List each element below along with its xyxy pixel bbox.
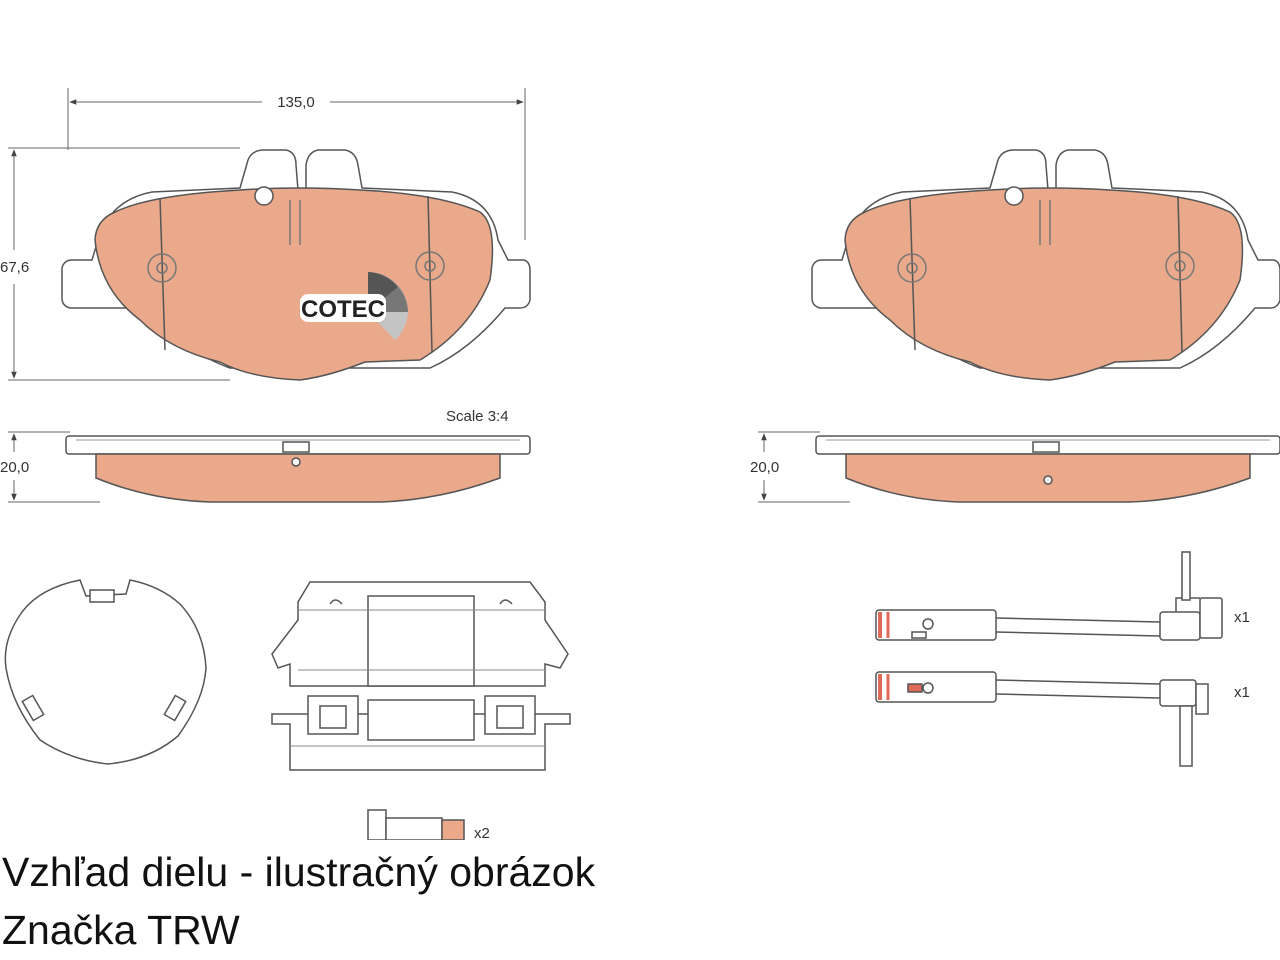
- abutment-clip-lower: [271, 695, 571, 771]
- dimension-height-label: 67,6: [0, 259, 29, 276]
- scale-label: Scale 3:4: [446, 408, 509, 425]
- left-pad-side-view: [65, 435, 531, 503]
- bolt-quantity-label: x2: [474, 825, 490, 840]
- wear-sensor-lower: [875, 671, 1209, 767]
- caption-illustrative-notice: Vzhľad dielu - ilustračný obrázok: [2, 849, 596, 895]
- abutment-clip-upper: [271, 581, 569, 687]
- dimension-thickness-right-label: 20,0: [750, 459, 779, 476]
- right-pad-front-view: [811, 149, 1280, 381]
- cotec-logo: COTEC: [300, 272, 408, 340]
- cotec-logo-text: COTEC: [301, 296, 385, 323]
- dimension-lines: [8, 88, 850, 503]
- anti-noise-shim: [4, 579, 207, 765]
- dimension-thickness-left-label: 20,0: [0, 459, 29, 476]
- left-backing-plate: [61, 149, 531, 369]
- brake-pad-technical-drawing: COTEC 135,0 67,6 20,0 2: [0, 88, 1280, 840]
- wear-sensor-upper: [875, 551, 1223, 641]
- sensor-lower-quantity-label: x1: [1234, 684, 1250, 701]
- left-mounting-hole: [254, 186, 274, 206]
- sensor-upper-quantity-label: x1: [1234, 609, 1250, 626]
- right-pad-side-view: [815, 435, 1280, 503]
- left-pad-front-view: [61, 149, 531, 381]
- left-friction-material: [94, 187, 494, 381]
- caption-brand: Značka TRW: [2, 907, 240, 953]
- guide-bolt: [367, 809, 465, 840]
- dimension-width-label: 135,0: [277, 94, 315, 111]
